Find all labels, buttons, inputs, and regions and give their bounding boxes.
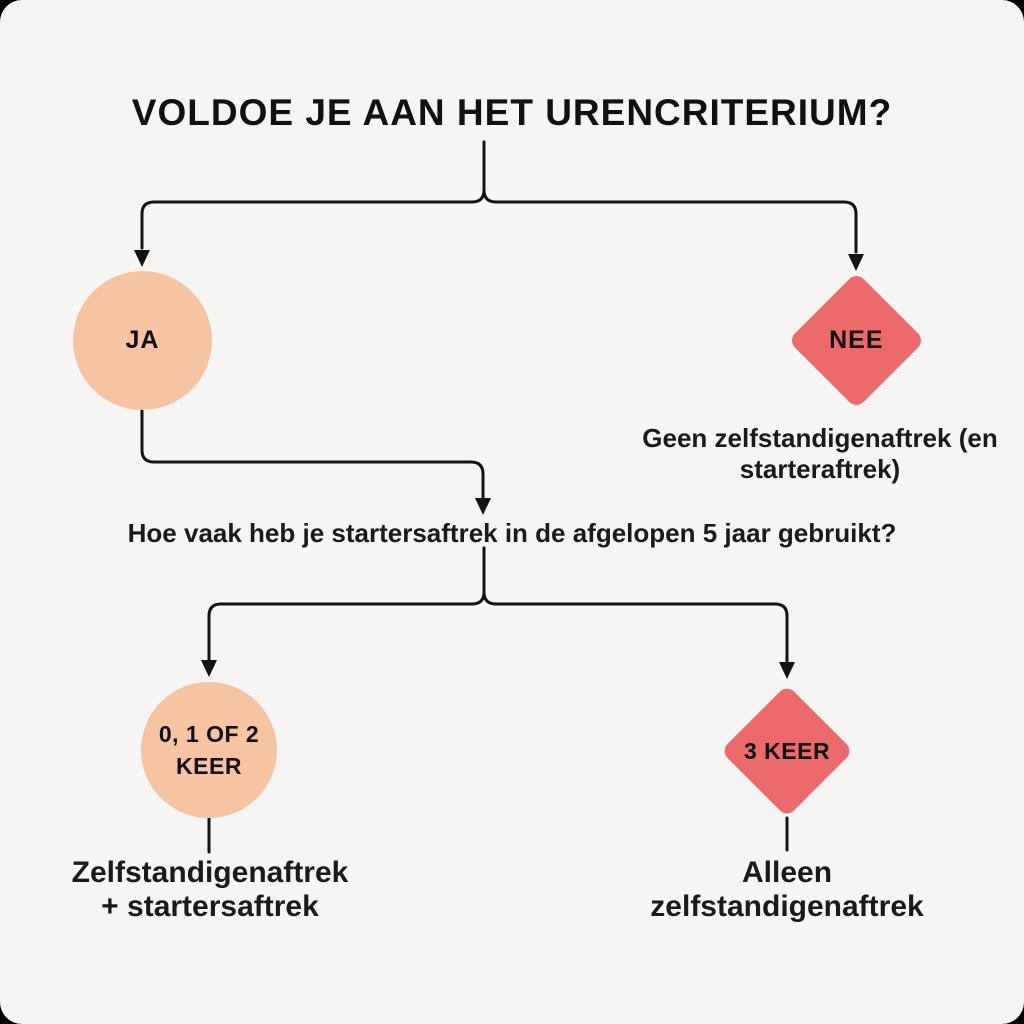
arrowhead-to-nee — [848, 254, 864, 271]
connector-question-to-keer012 — [207, 546, 486, 662]
connector-title-to-ja — [140, 140, 486, 250]
connector-title-to-nee — [482, 140, 858, 254]
outcome-right-line1: Alleen — [741, 856, 833, 889]
page-title: VOLDOE JE AAN HET URENCRITERIUM? — [131, 92, 893, 133]
outcome-text-left: Zelfstandigenaftrek + startersaftrek — [30, 856, 390, 924]
arrowhead-to-question — [475, 498, 491, 515]
arrowhead-to-keer3 — [779, 662, 795, 679]
node-keer012-label-line2: KEER — [176, 753, 242, 779]
connector-ja-to-question — [140, 407, 485, 500]
decision-node-ja: JA — [73, 271, 212, 410]
outcome-nee-line2: starteraftrek) — [739, 454, 901, 484]
arrowhead-to-ja — [134, 250, 150, 267]
arrowhead-to-keer012 — [201, 660, 217, 677]
outcome-text-right: Alleen zelfstandigenaftrek — [607, 856, 967, 924]
question-text: Hoe vaak heb je startersaftrek in de afg… — [127, 518, 897, 548]
outcome-left-line2: + startersaftrek — [101, 890, 319, 923]
node-ja-label: JA — [125, 326, 160, 354]
outcome-nee-line1: Geen zelfstandigenaftrek (en — [642, 423, 998, 453]
node-keer012-label: 0, 1 OF 2 KEER — [159, 718, 259, 782]
decision-node-0-1-2-keer: 0, 1 OF 2 KEER — [141, 682, 277, 818]
outcome-text-nee: Geen zelfstandigenaftrek (en starteraftr… — [620, 423, 1020, 485]
outcome-left-line1: Zelfstandigenaftrek — [71, 856, 349, 889]
node-keer3-label: 3 KEER — [743, 738, 831, 764]
node-keer012-label-line1: 0, 1 OF 2 — [158, 721, 260, 747]
connector-question-to-keer3 — [482, 546, 789, 664]
node-nee-label: NEE — [829, 326, 884, 354]
outcome-right-line2: zelfstandigenaftrek — [650, 890, 924, 923]
